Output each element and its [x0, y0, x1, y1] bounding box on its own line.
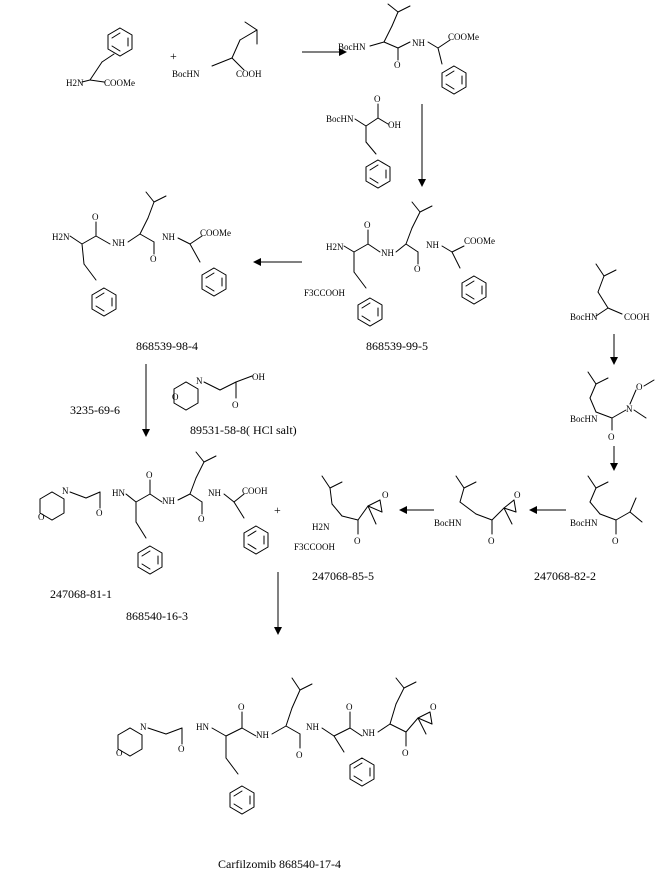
cas-3235-69-6: 3235-69-6: [70, 403, 120, 417]
atom-n-3: N: [62, 486, 69, 496]
cas-868539-98-4: 868539-98-4: [136, 339, 198, 353]
tetrapeptide-acid-structure: O N O HN O NH O NH COOH: [38, 451, 269, 575]
atom-h2n-2: H2N: [326, 242, 344, 252]
phe-ome-structure: H2N COOMe: [66, 27, 135, 88]
plus-sign-2: +: [274, 503, 281, 517]
atom-o-2: O: [374, 94, 381, 104]
atom-bochn-5: BocHN: [570, 414, 598, 424]
boc-epoxyketone-structure: BocHN O O: [434, 475, 521, 546]
atom-o-18: O: [146, 470, 153, 480]
atom-o-12: O: [354, 536, 361, 546]
cas-247068-82-2: 247068-82-2: [534, 569, 596, 583]
atom-bochn-1: BocHN: [172, 69, 200, 79]
atom-coome: COOMe: [104, 78, 135, 88]
product-label: Carfilzomib 868540-17-4: [218, 857, 341, 871]
atom-nh-10: NH: [362, 728, 375, 738]
carfilzomib-structure: O N O HN O NH O NH O NH O: [116, 677, 437, 815]
atom-o-10: O: [488, 536, 495, 546]
atom-o-23: O: [296, 750, 303, 760]
atom-nh-3: NH: [426, 240, 439, 250]
atom-o-6: O: [150, 254, 157, 264]
weinreb-amide-structure: BocHN O N O: [570, 371, 655, 442]
atom-bochn-7: BocHN: [434, 518, 462, 528]
atom-o-24: O: [346, 702, 353, 712]
atom-h2n-3: H2N: [52, 232, 70, 242]
boc-leu-right-structure: BocHN COOH: [570, 263, 650, 322]
atom-o-19: O: [198, 514, 205, 524]
cas-868540-16-3: 868540-16-3: [126, 609, 188, 623]
atom-f3ccooh-2: F3CCOOH: [294, 542, 336, 552]
tripeptide-amine-structure: H2N O NH O NH COOMe: [52, 191, 231, 317]
atom-coome-4: COOMe: [200, 228, 231, 238]
amine-epoxyketone-structure: H2N O O F3CCOOH: [294, 475, 389, 552]
atom-o-22: O: [238, 702, 245, 712]
atom-o-8: O: [636, 382, 643, 392]
atom-o-5: O: [92, 212, 99, 222]
atom-oh-2: OH: [252, 372, 265, 382]
atom-bochn-4: BocHN: [570, 312, 598, 322]
atom-o-26: O: [430, 702, 437, 712]
cas-247068-85-5: 247068-85-5: [312, 569, 374, 583]
atom-o-7: O: [608, 432, 615, 442]
atom-cooh-3: COOH: [242, 486, 268, 496]
atom-o-14: O: [172, 392, 179, 402]
atom-o-21: O: [178, 744, 185, 754]
atom-nh-9: NH: [306, 722, 319, 732]
atom-nh-2: NH: [381, 248, 394, 258]
cas-868539-99-5: 868539-99-5: [366, 339, 428, 353]
atom-hn-2: HN: [196, 722, 209, 732]
atom-bochn-6: BocHN: [570, 518, 598, 528]
atom-nh-6: NH: [162, 496, 175, 506]
atom-h2n-4: H2N: [312, 522, 330, 532]
boc-leu-structure: BocHN COOH: [172, 21, 262, 79]
tripeptide-tfa-structure: H2N O NH O NH COOMe F3CCOOH: [304, 201, 495, 327]
cas-247068-81-1: 247068-81-1: [50, 587, 112, 601]
atom-o-4: O: [414, 264, 421, 274]
atom-o-20: O: [116, 748, 123, 758]
boc-leu-phe-ome-structure: BocHN O NH COOMe: [338, 3, 479, 95]
atom-bochn-3: BocHN: [326, 114, 354, 124]
atom-n-2: N: [196, 376, 203, 386]
plus-sign-1: +: [170, 49, 177, 63]
atom-nh-8: NH: [256, 730, 269, 740]
atom-o-25: O: [402, 748, 409, 758]
cas-89531-58-8: 89531-58-8( HCl salt): [190, 423, 297, 437]
atom-n-1: N: [626, 404, 633, 414]
morpholinoacetic-acid-structure: O N O OH: [172, 372, 265, 411]
atom-nh-5: NH: [162, 232, 175, 242]
atom-o-11: O: [514, 490, 521, 500]
atom-o-1: O: [394, 60, 401, 70]
atom-nh-4: NH: [112, 238, 125, 248]
atom-o-3: O: [364, 220, 371, 230]
atom-f3ccooh-1: F3CCOOH: [304, 288, 346, 298]
atom-oh-1: OH: [388, 120, 401, 130]
atom-bochn-2: BocHN: [338, 42, 366, 52]
atom-o-9: O: [612, 536, 619, 546]
atom-nh-1: NH: [412, 38, 425, 48]
atom-hn-1: HN: [112, 488, 125, 498]
atom-cooh-1: COOH: [236, 69, 262, 79]
atom-cooh-2: COOH: [624, 312, 650, 322]
atom-coome-3: COOMe: [464, 236, 495, 246]
atom-h2n: H2N: [66, 78, 84, 88]
boc-hphe-structure: BocHN O OH: [326, 94, 401, 189]
atom-nh-7: NH: [208, 488, 221, 498]
atom-n-4: N: [140, 722, 147, 732]
atom-o-16: O: [38, 512, 45, 522]
enone-structure: BocHN O: [570, 475, 643, 546]
atom-o-15: O: [232, 400, 239, 410]
atom-coome-2: COOMe: [448, 32, 479, 42]
atom-o-13: O: [382, 490, 389, 500]
atom-o-17: O: [96, 508, 103, 518]
